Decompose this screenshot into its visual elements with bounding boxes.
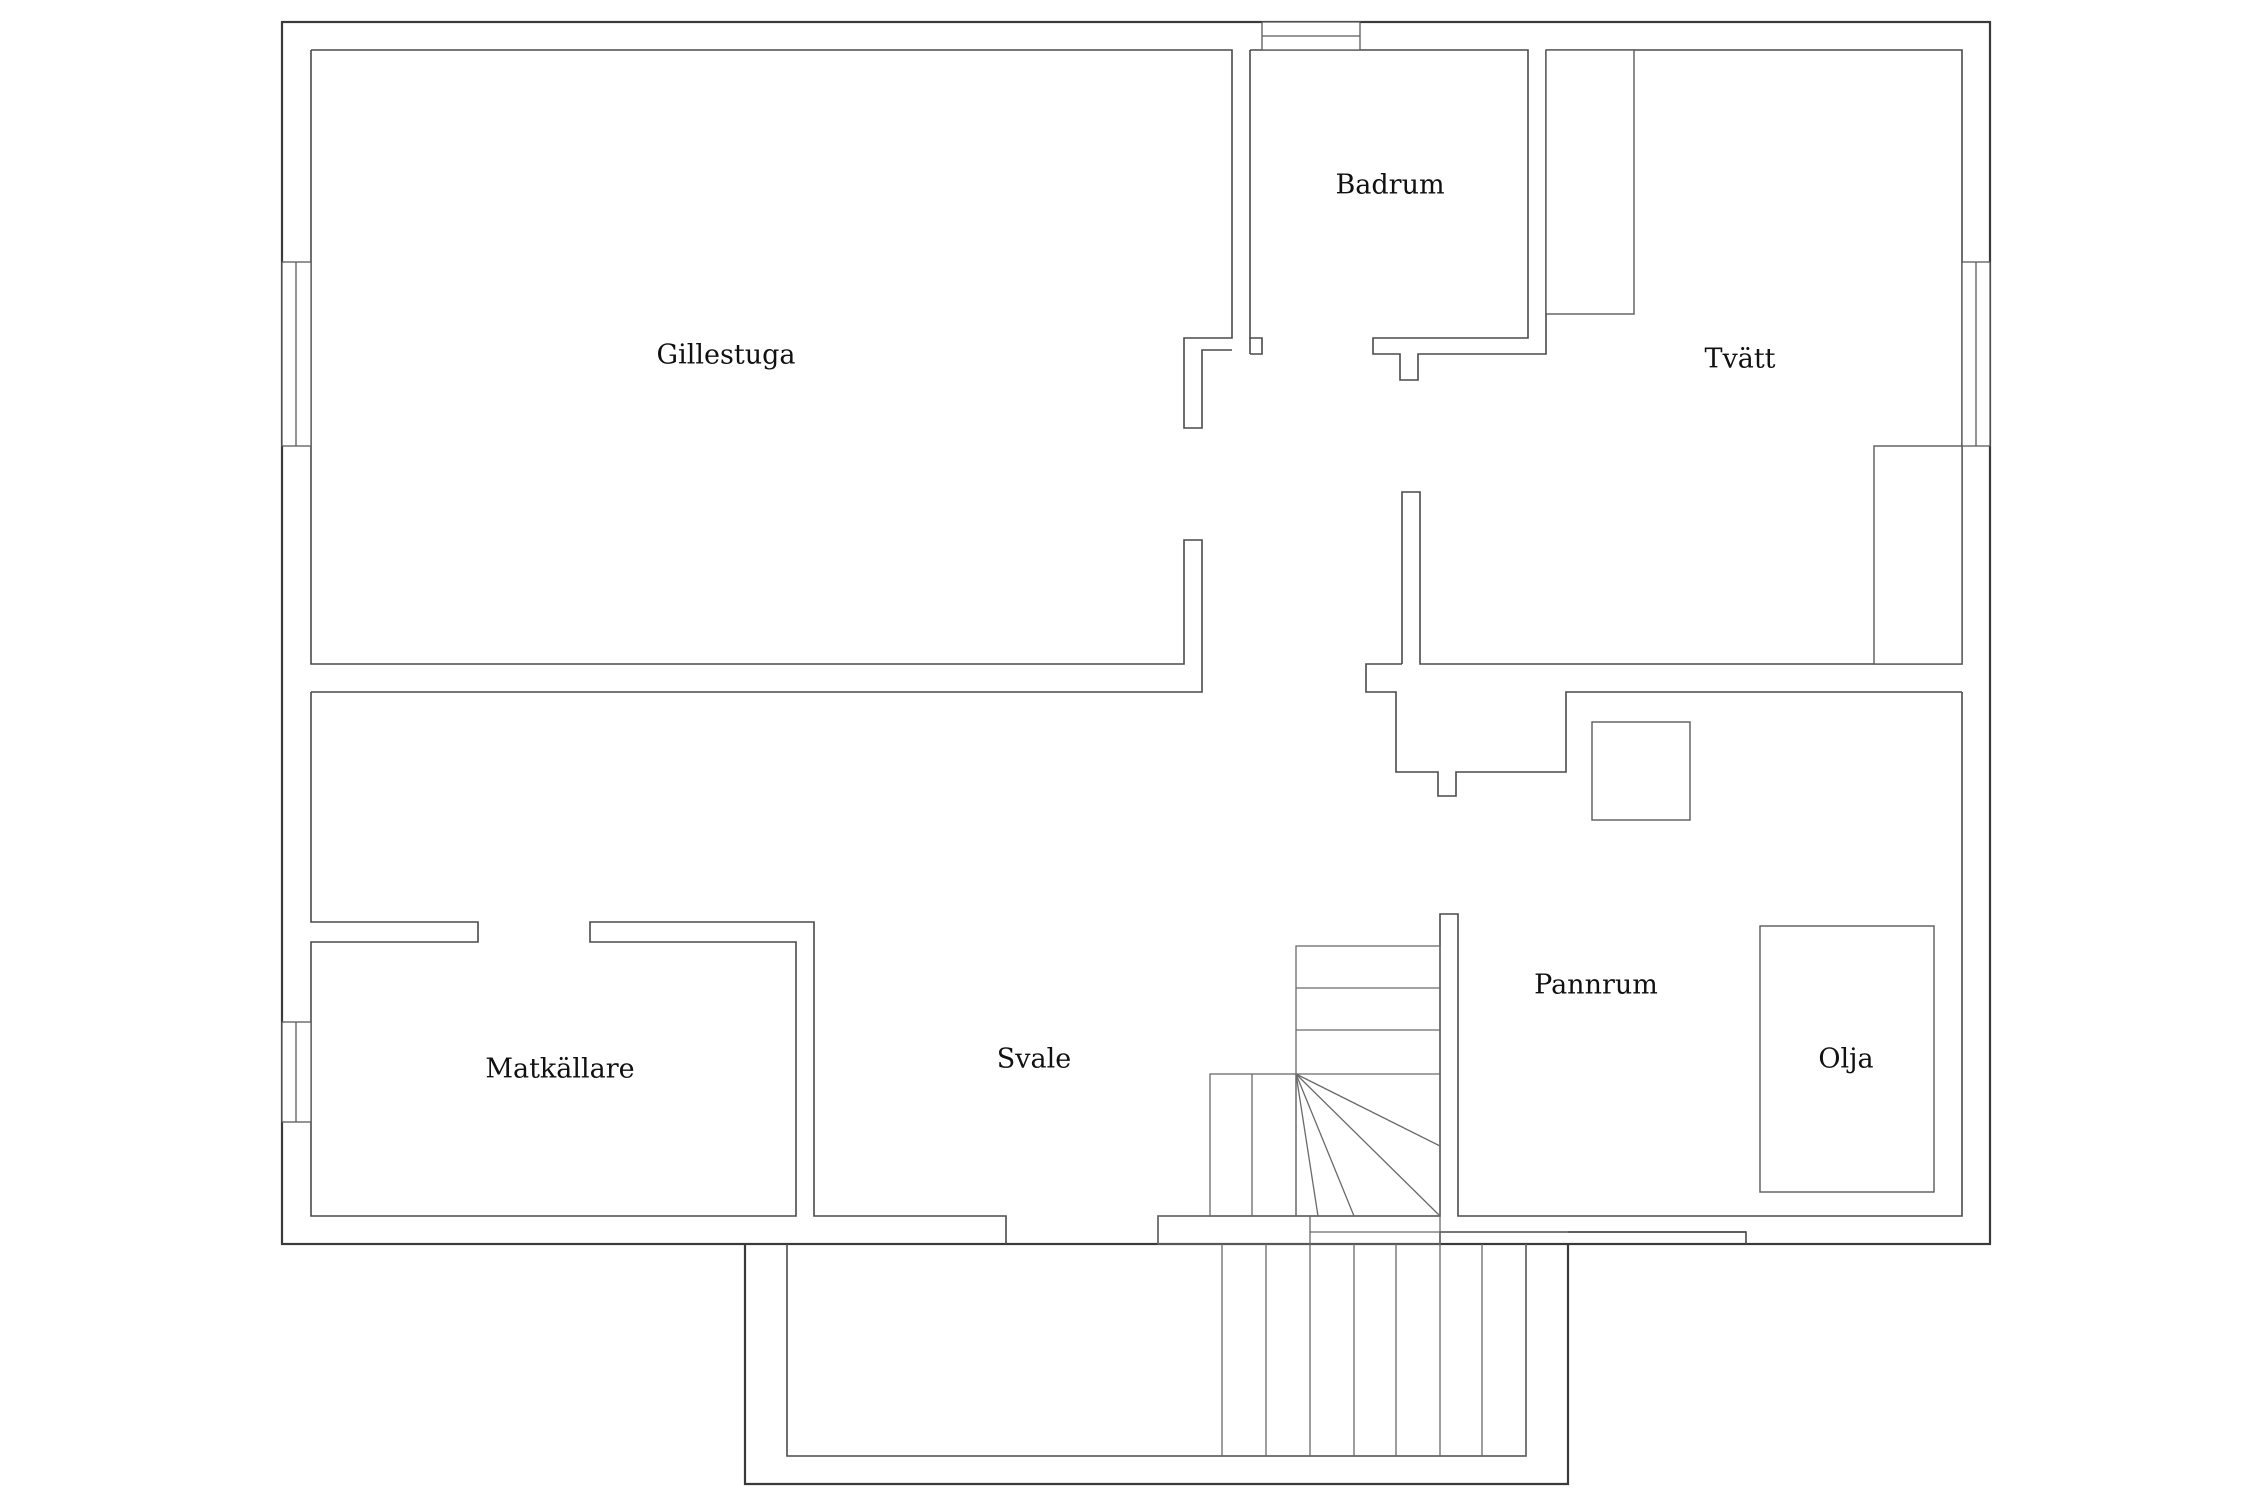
stair-lower-flight <box>1209 1073 1297 1217</box>
pannrum-front-wall <box>1439 1231 1747 1244</box>
room-label-svale: Svale <box>997 1044 1071 1075</box>
tvatt-wall <box>1401 49 1963 665</box>
gillestuga-wall <box>311 49 1233 429</box>
tvatt-cabinet <box>1873 445 1963 665</box>
badrum-wall <box>1250 49 1547 381</box>
room-label-matkallare: Matkällare <box>485 1054 634 1085</box>
tvatt-counter <box>1545 49 1635 315</box>
oil-tank <box>1759 925 1935 1193</box>
lower-outer-wall <box>310 692 1007 1244</box>
room-label-gillestuga: Gillestuga <box>657 340 796 371</box>
porch-inner-outline <box>786 1244 1527 1457</box>
center-partition <box>1365 663 1962 797</box>
outer-wall <box>280 20 1992 1246</box>
room-label-badrum: Badrum <box>1335 170 1444 201</box>
porch-outline <box>743 1244 1570 1486</box>
gillestuga-wall-left <box>310 50 1203 693</box>
stair-winder <box>1295 1073 1441 1217</box>
room-label-olja: Olja <box>1818 1044 1873 1075</box>
room-label-pannrum: Pannrum <box>1534 970 1658 1001</box>
stair-winder <box>1295 1073 1441 1147</box>
chimney <box>1591 721 1691 821</box>
stair-flight <box>1295 945 1441 1217</box>
stair-winder <box>1295 1073 1355 1217</box>
room-label-tvatt: Tvätt <box>1704 344 1775 375</box>
stair-winder <box>1295 1073 1319 1217</box>
badrum-wall-left <box>1249 50 1263 355</box>
stair-landing <box>1157 1215 1441 1245</box>
